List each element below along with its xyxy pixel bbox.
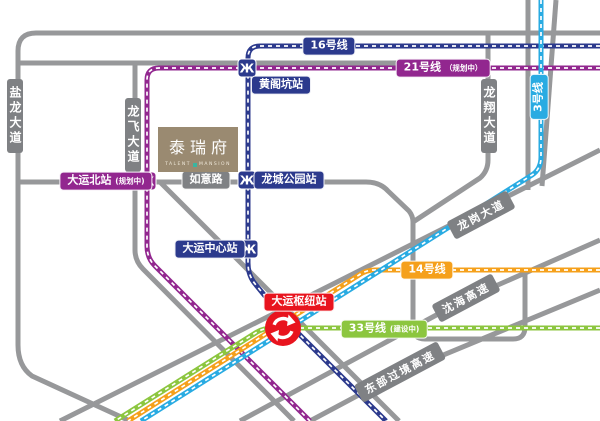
road-longxiang (411, 33, 491, 225)
dayunbei-status: (规划中) (115, 176, 145, 186)
line16-badge: 16号线 (302, 36, 356, 56)
property-logo-title: 泰瑞府 (168, 138, 232, 157)
road-longgang (58, 147, 600, 421)
circular-arrows-icon (265, 310, 301, 346)
line21-badge: 21号线 （规划中） (395, 58, 491, 78)
road-vertical-right-2 (539, 0, 559, 187)
road-label-longxiang: 龙翔大道 (481, 79, 497, 153)
road-label-ruyi: 如意路 (181, 170, 231, 190)
road-yanlong (15, 30, 132, 421)
dayunbei-name: 大运北站 (67, 173, 112, 187)
logo-accent-square (193, 162, 198, 167)
metro-station-icon-longchenggongyuan: Ж (237, 170, 257, 190)
station-label-longchenggongyuan: 龙城公园站 (253, 170, 325, 190)
line14-badge: 14号线 (400, 260, 454, 280)
station-label-huanggekeng: 黄阁坑站 (251, 75, 311, 95)
line33-dashes (114, 327, 600, 421)
road-label-yanlong: 盐龙大道 (7, 79, 23, 153)
line3-badge: 3号线 (529, 74, 549, 120)
line33-badge: 33号线 (建设中) (340, 319, 428, 339)
logo-subtitle-right: MANSION (199, 162, 231, 167)
road-longfei (132, 63, 296, 421)
station-label-dayunbei: 大运北站 (规划中) (59, 171, 153, 191)
station-label-dayunzhongxin: 大运中心站 (174, 239, 246, 259)
logo-subtitle-left: TALENT (165, 162, 192, 167)
property-logo: 泰瑞府 TALENT MANSION (158, 127, 238, 172)
line33-name: 33号线 (348, 321, 387, 335)
station-label-dayunshuniu: 大运枢纽站 (263, 292, 335, 312)
line33-status: (建设中) (389, 324, 420, 334)
metro-station-icon-huanggekeng: Ж (237, 58, 257, 78)
interchange-hub-icon (264, 309, 302, 347)
line21-status: （规划中） (444, 63, 483, 73)
line21-name: 21号线 (403, 60, 441, 74)
road-label-longfei: 龙飞大道 (125, 98, 141, 172)
